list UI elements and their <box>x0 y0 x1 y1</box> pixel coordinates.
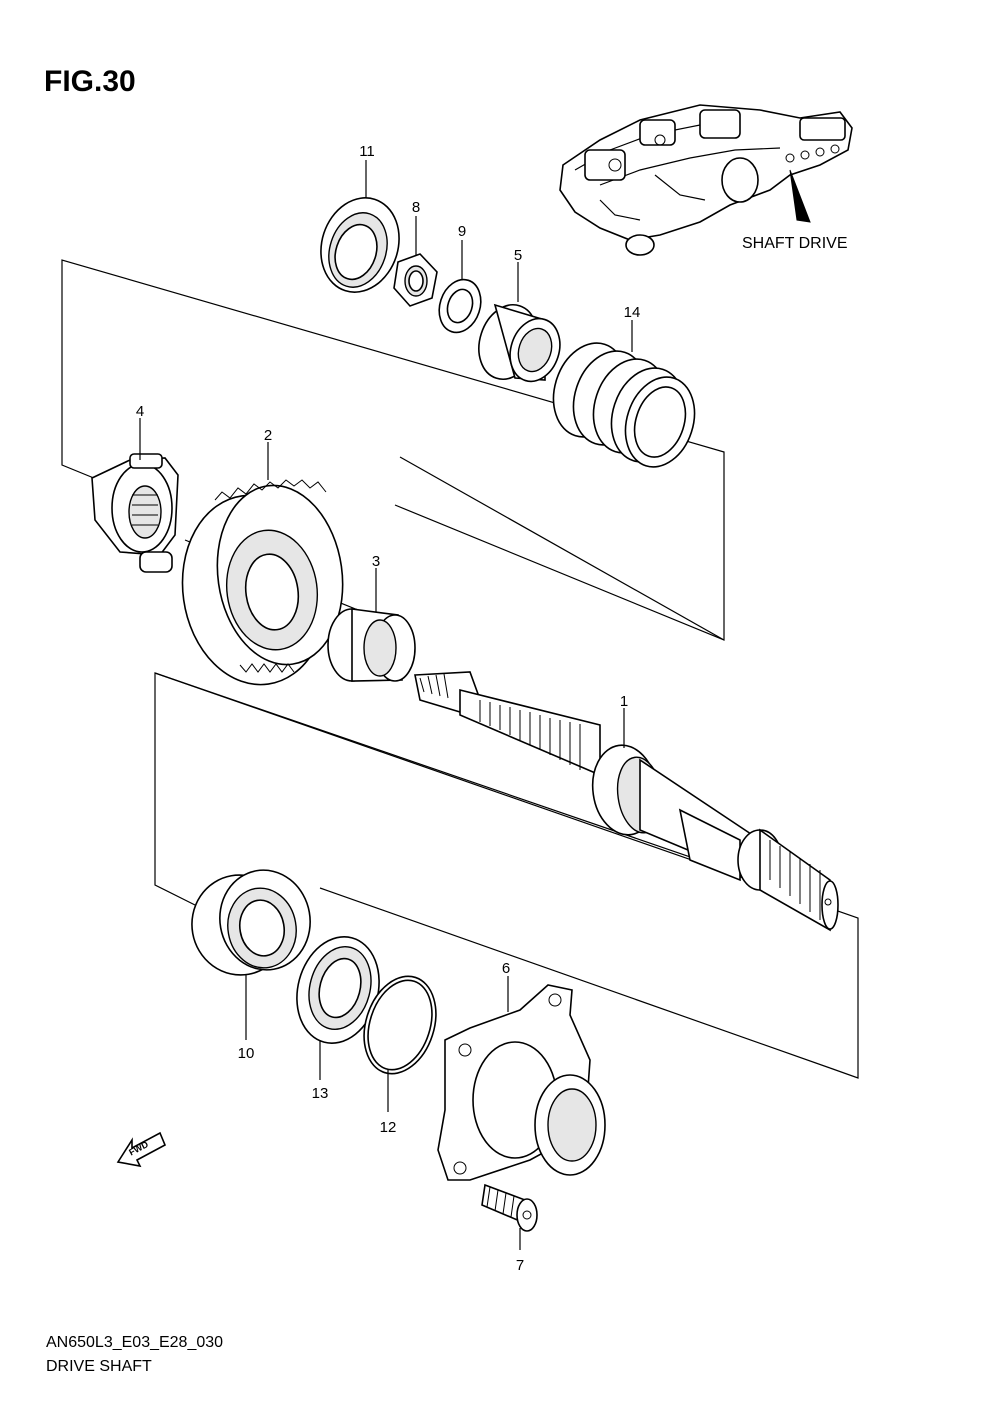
part-14-spring <box>552 342 696 468</box>
engine-inset-illustration <box>559 104 853 256</box>
part-7-bolt <box>481 1183 538 1232</box>
part-10-bearing <box>191 869 311 976</box>
figure-title: FIG.30 <box>44 65 136 98</box>
part-5-collar <box>478 303 561 383</box>
part-label-2: 2 <box>264 427 272 444</box>
part-label-6: 6 <box>502 960 510 977</box>
forward-direction-arrow: FWD <box>116 1131 167 1168</box>
part-label-11: 11 <box>359 143 375 160</box>
part-label-9: 9 <box>458 223 466 240</box>
part-label-5: 5 <box>514 247 522 264</box>
part-2-gear <box>181 479 344 686</box>
part-13-oil-seal <box>296 936 380 1044</box>
part-1-drive-shaft <box>414 671 839 932</box>
upper-bracket-diag <box>399 456 725 641</box>
lower-bracket-lower-line <box>319 887 831 1069</box>
part-12-o-ring <box>363 975 437 1075</box>
part-label-7: 7 <box>516 1257 524 1274</box>
part-label-8: 8 <box>412 199 420 216</box>
part-label-4: 4 <box>136 403 144 420</box>
part-label-3: 3 <box>372 553 380 570</box>
upper-bracket-line <box>61 259 725 641</box>
leader-lines <box>139 160 633 1250</box>
part-8-nut <box>393 253 438 307</box>
part-label-10: 10 <box>238 1045 255 1062</box>
lower-bracket-line <box>154 672 859 1079</box>
part-label-1: 1 <box>620 693 628 710</box>
part-label-12: 12 <box>380 1119 397 1136</box>
inset-label: SHAFT DRIVE <box>742 235 848 252</box>
part-6-housing <box>437 984 606 1181</box>
part-11-bearing <box>320 197 400 293</box>
diagram-code: AN650L3_E03_E28_030 <box>46 1334 223 1351</box>
part-9-washer <box>438 278 482 334</box>
part-label-13: 13 <box>312 1085 329 1102</box>
part-4-dog-clutch <box>91 453 179 573</box>
diagram-name: DRIVE SHAFT <box>46 1358 152 1375</box>
part-3-bushing <box>327 608 416 682</box>
part-label-14: 14 <box>624 304 641 321</box>
